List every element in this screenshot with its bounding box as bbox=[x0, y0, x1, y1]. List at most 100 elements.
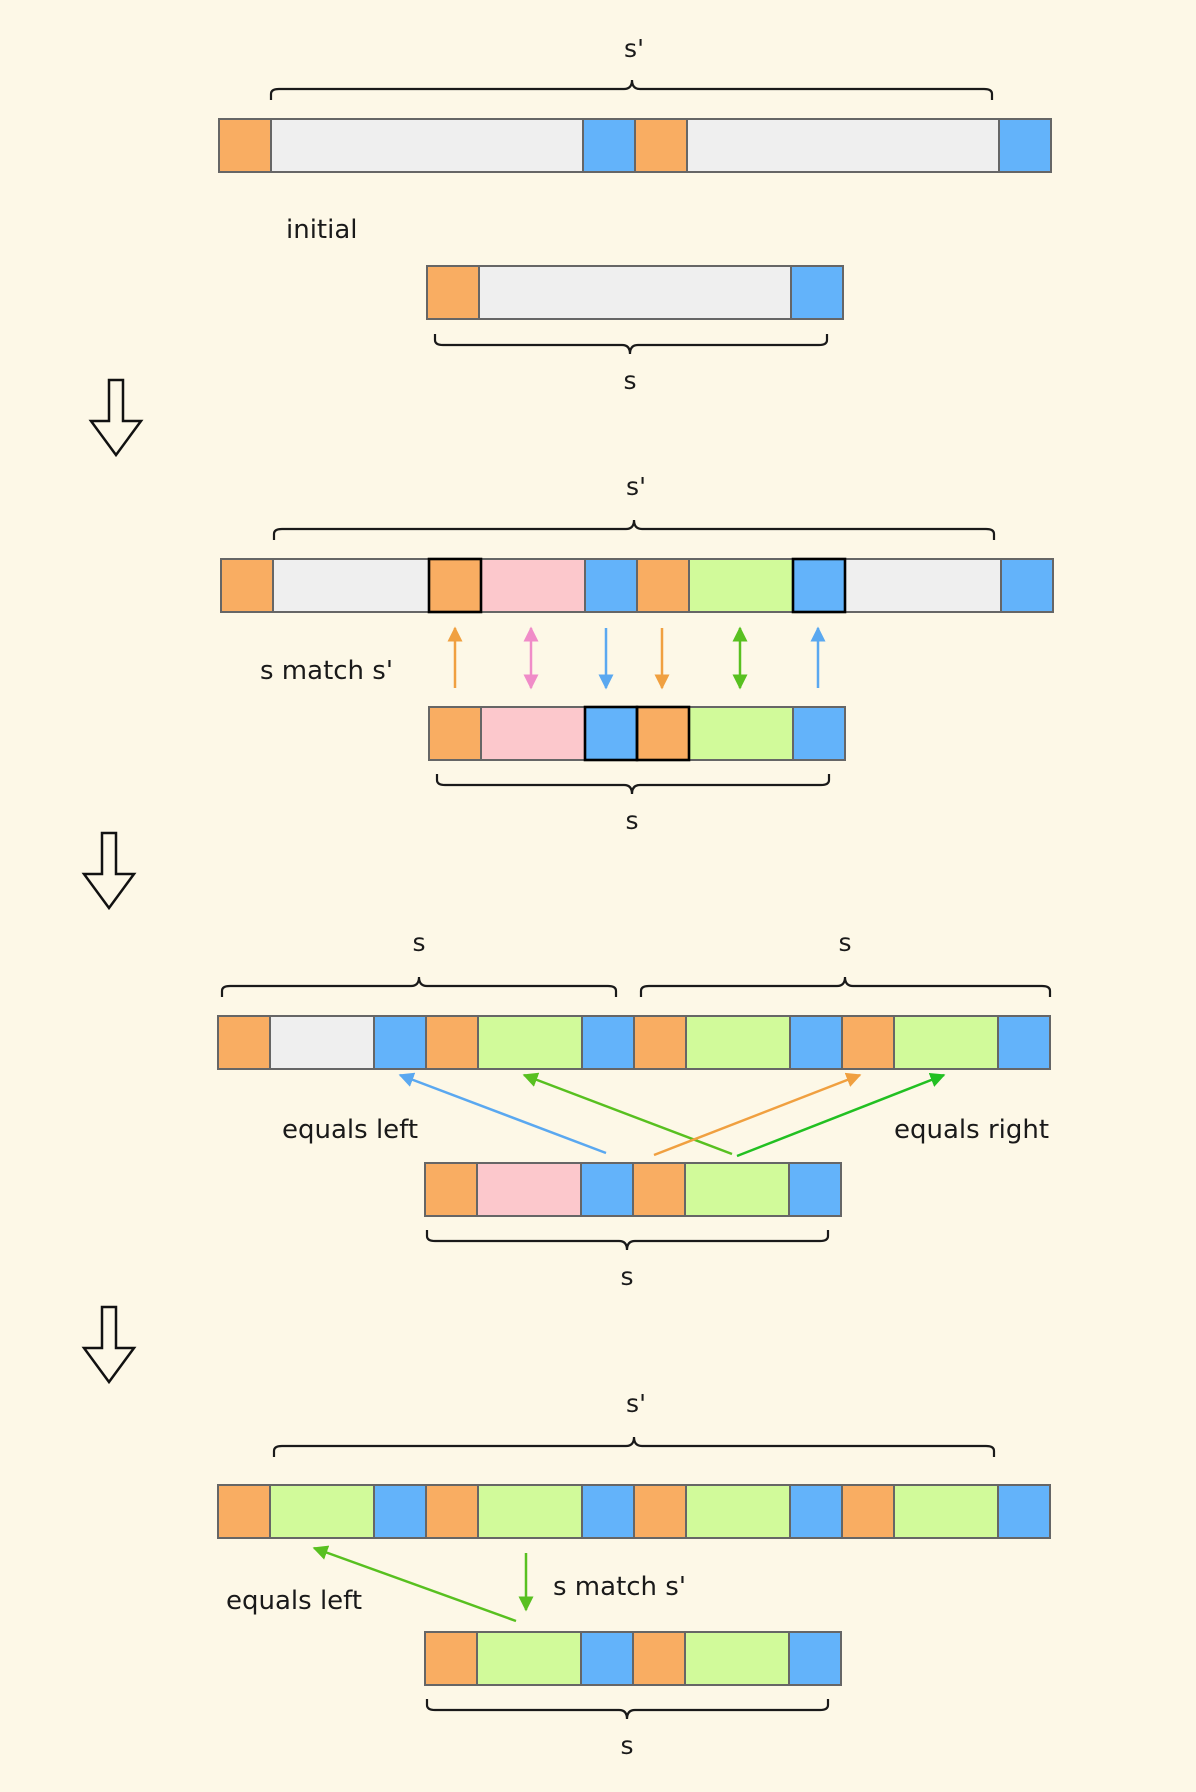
green-cell bbox=[688, 558, 794, 613]
brace bbox=[425, 1230, 830, 1251]
stage-match: s' s match s' s bbox=[220, 472, 1054, 835]
brace bbox=[272, 1436, 996, 1457]
blue-cell bbox=[584, 558, 638, 613]
brace bbox=[272, 519, 996, 540]
green-cell bbox=[893, 1484, 999, 1539]
equals-arrow-orange bbox=[653, 1072, 862, 1157]
gray-cell bbox=[844, 558, 1002, 613]
orange-cell bbox=[220, 558, 274, 613]
green-cell bbox=[684, 1631, 790, 1686]
blue-cell bbox=[582, 118, 636, 173]
highlighted-cell-outline bbox=[635, 705, 691, 762]
stage-initial: s' initial s bbox=[218, 34, 1052, 395]
brace-label-s-prime: s' bbox=[626, 1389, 646, 1418]
cell-strip-top bbox=[220, 557, 1054, 614]
cell-strip-bottom bbox=[428, 705, 846, 762]
pink-cell bbox=[476, 1162, 582, 1217]
gray-cell bbox=[272, 558, 430, 613]
brace-label-s: s bbox=[625, 806, 638, 835]
orange-cell bbox=[428, 706, 482, 761]
down-arrow-outline-icon bbox=[81, 831, 137, 911]
stage-label-match: s match s' bbox=[553, 1572, 686, 1602]
equals-arrow-green-left bbox=[522, 1072, 733, 1156]
cell-strip-bottom bbox=[424, 1631, 842, 1686]
orange-cell bbox=[632, 1631, 686, 1686]
blue-cell bbox=[581, 1015, 635, 1070]
brace bbox=[435, 774, 831, 795]
pink-cell bbox=[480, 558, 586, 613]
highlighted-cell-outline bbox=[791, 557, 847, 614]
equals-arrow-green-right bbox=[736, 1072, 946, 1158]
green-cell bbox=[477, 1484, 583, 1539]
brace bbox=[425, 1699, 830, 1720]
cell-strip-top bbox=[218, 118, 1052, 173]
orange-cell bbox=[426, 265, 480, 320]
blue-cell bbox=[584, 706, 638, 761]
stage-label-match: s match s' bbox=[260, 656, 393, 686]
orange-cell bbox=[424, 1162, 478, 1217]
orange-cell bbox=[424, 1631, 478, 1686]
orange-cell bbox=[428, 558, 482, 613]
brace-label-s: s bbox=[620, 1731, 633, 1760]
stage-equals: s s equals left equals right s bbox=[217, 928, 1052, 1291]
final-arrow-green-left bbox=[312, 1545, 517, 1623]
brace-left bbox=[220, 976, 618, 997]
green-cell bbox=[688, 706, 794, 761]
cell-strip-top bbox=[217, 1015, 1051, 1070]
brace-label-s-prime: s' bbox=[624, 34, 644, 63]
gray-cell bbox=[269, 1015, 375, 1070]
green-cell bbox=[685, 1015, 791, 1070]
orange-cell bbox=[425, 1015, 479, 1070]
pink-cell bbox=[480, 706, 586, 761]
cell-strip-bottom bbox=[426, 265, 844, 320]
blue-cell bbox=[998, 118, 1052, 173]
orange-cell bbox=[217, 1015, 271, 1070]
orange-cell bbox=[634, 118, 688, 173]
orange-cell bbox=[636, 706, 690, 761]
brace-label-s: s bbox=[623, 366, 636, 395]
cell-strip-top bbox=[217, 1484, 1051, 1539]
stage-label-equals-right: equals right bbox=[894, 1115, 1049, 1145]
blue-cell bbox=[789, 1015, 843, 1070]
blue-cell bbox=[997, 1015, 1051, 1070]
blue-cell bbox=[997, 1484, 1051, 1539]
blue-cell bbox=[1000, 558, 1054, 613]
blue-cell bbox=[580, 1631, 634, 1686]
blue-cell bbox=[788, 1631, 842, 1686]
orange-cell bbox=[841, 1015, 895, 1070]
stage-final: s' equals left s match s' s bbox=[217, 1389, 1051, 1760]
green-cell bbox=[893, 1015, 999, 1070]
blue-cell bbox=[789, 1484, 843, 1539]
orange-cell bbox=[633, 1015, 687, 1070]
brace-label-s-left: s bbox=[412, 928, 425, 957]
stage-label-equals-left: equals left bbox=[282, 1115, 418, 1145]
down-arrow-outline-icon bbox=[88, 378, 144, 458]
orange-cell bbox=[218, 118, 272, 173]
orange-cell bbox=[633, 1484, 687, 1539]
orange-cell bbox=[425, 1484, 479, 1539]
orange-cell bbox=[636, 558, 690, 613]
brace-label-s-prime: s' bbox=[626, 472, 646, 501]
gray-cell bbox=[270, 118, 584, 173]
highlighted-cell-outline bbox=[427, 557, 483, 614]
equals-arrow-blue bbox=[398, 1072, 607, 1155]
brace-right bbox=[639, 976, 1052, 997]
orange-cell bbox=[217, 1484, 271, 1539]
green-cell bbox=[477, 1015, 583, 1070]
orange-cell bbox=[632, 1162, 686, 1217]
green-cell bbox=[684, 1162, 790, 1217]
blue-cell bbox=[792, 706, 846, 761]
green-cell bbox=[269, 1484, 375, 1539]
blue-cell bbox=[792, 558, 846, 613]
gray-cell bbox=[478, 265, 792, 320]
brace-label-s: s bbox=[620, 1262, 633, 1291]
green-cell bbox=[685, 1484, 791, 1539]
down-arrow-outline-icon bbox=[81, 1305, 137, 1385]
blue-cell bbox=[373, 1484, 427, 1539]
gray-cell bbox=[686, 118, 1000, 173]
blue-cell bbox=[580, 1162, 634, 1217]
blue-cell bbox=[790, 265, 844, 320]
brace bbox=[269, 79, 994, 100]
cell-strip-bottom bbox=[424, 1162, 842, 1217]
stage-label-equals-left: equals left bbox=[226, 1586, 362, 1616]
